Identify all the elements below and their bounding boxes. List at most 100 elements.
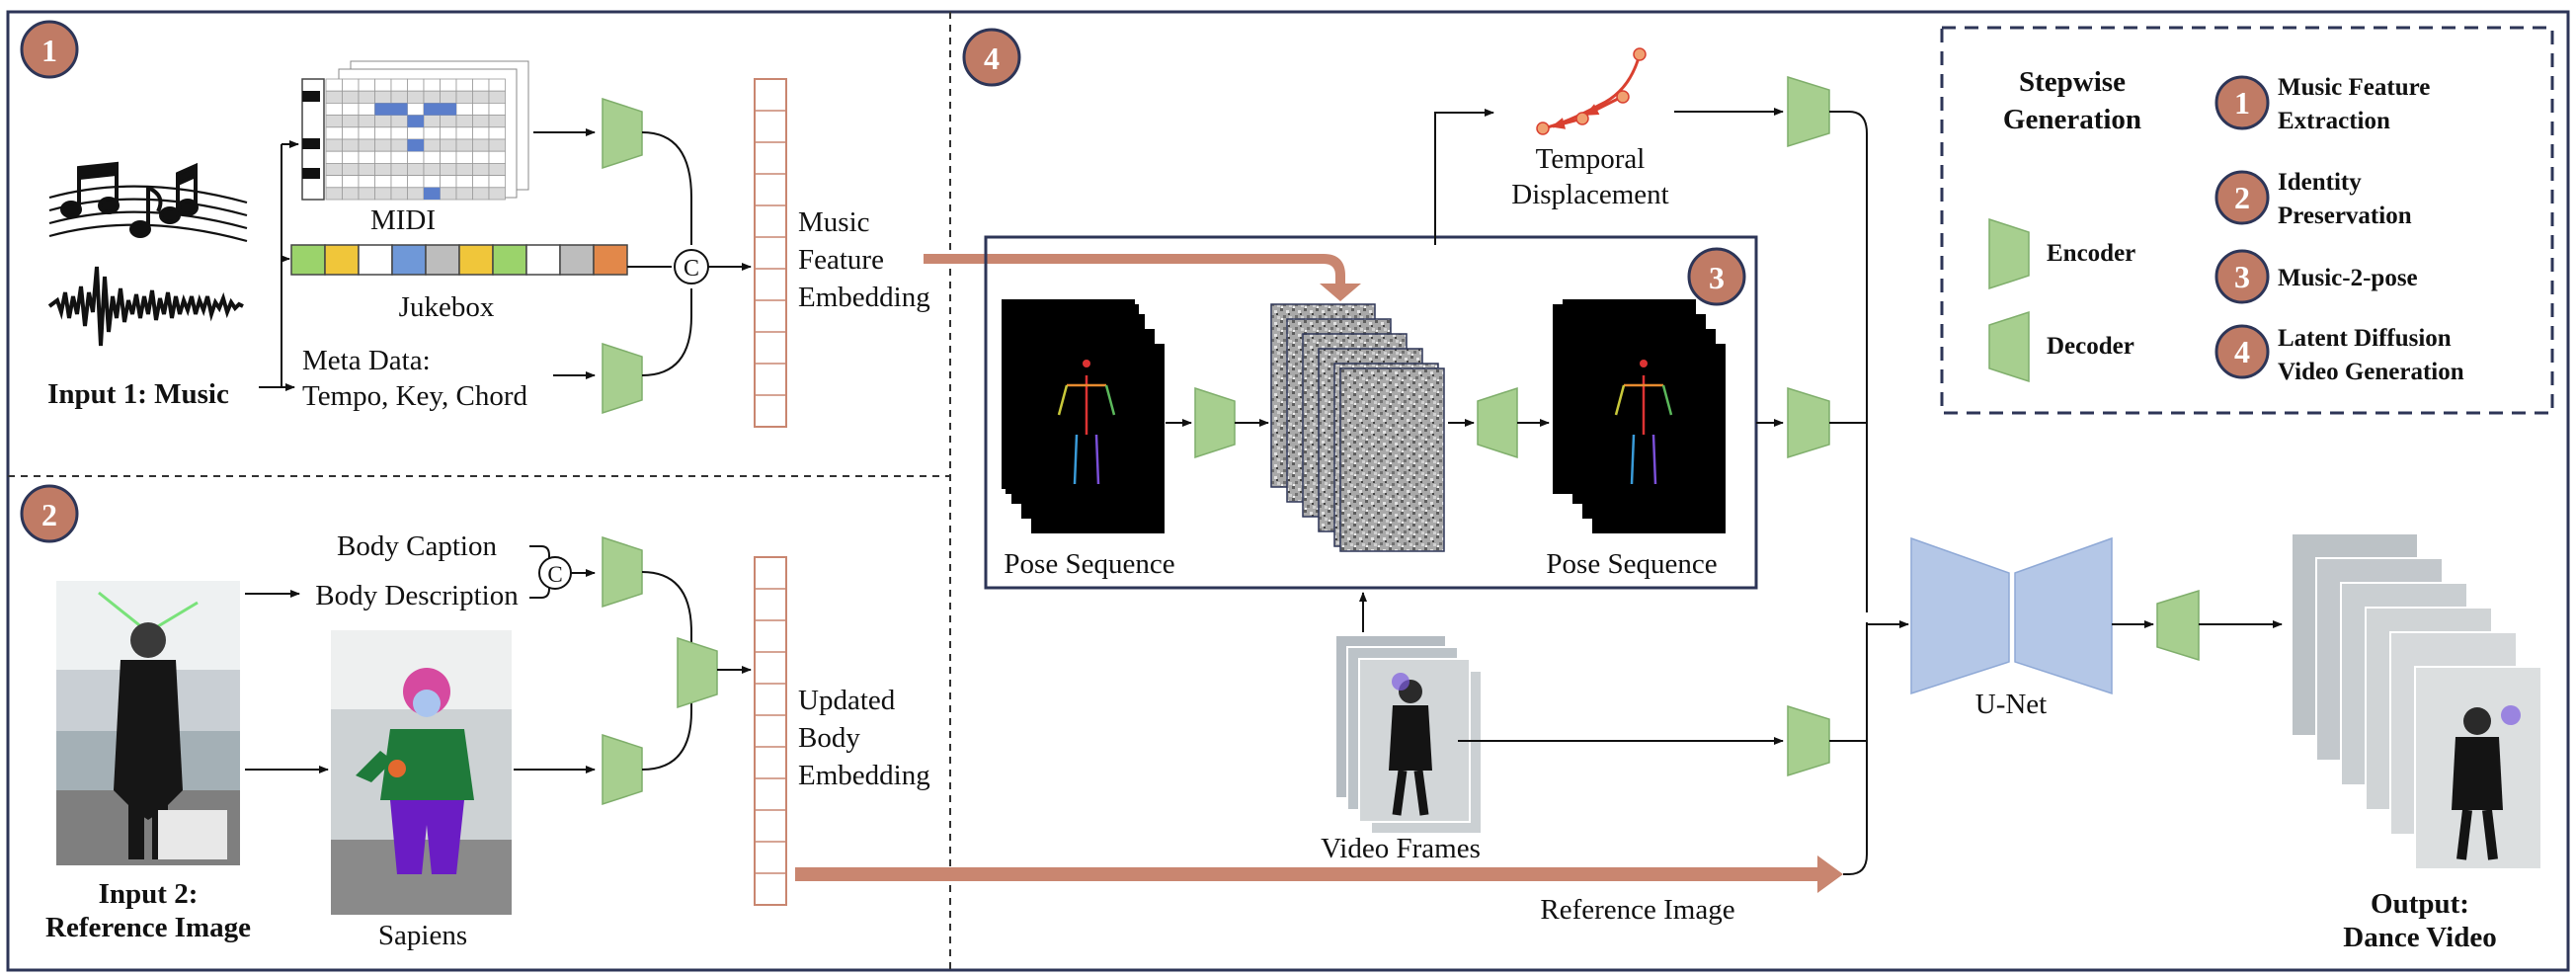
midi-cell [342, 115, 360, 128]
updated-body-embedding-vector [754, 556, 787, 906]
midi-cell [374, 78, 392, 92]
midi-cell [488, 175, 506, 189]
svg-text:C: C [684, 256, 699, 282]
audio-waveform-icon [47, 266, 244, 347]
midi-cell [488, 138, 506, 152]
input-reference-label-line2: Reference Image [45, 912, 251, 943]
midi-cell [407, 103, 425, 117]
legend-step-line1: Identity [2278, 169, 2362, 196]
midi-cell [390, 126, 408, 140]
midi-cell [358, 90, 375, 104]
legend-step-line1: Music-2-pose [2278, 265, 2418, 291]
midi-note [374, 103, 391, 116]
reference-image-label: Reference Image [1540, 894, 1734, 926]
midi-cell [440, 162, 457, 176]
midi-cell [325, 78, 343, 92]
midi-to-concat [641, 131, 692, 245]
midi-cell [472, 90, 490, 104]
reference-image-photo [56, 581, 240, 865]
midi-encoder [602, 97, 643, 170]
temporal-displacement-curve [1536, 47, 1647, 135]
midi-cell [488, 150, 506, 164]
midi-cell [423, 138, 441, 152]
text-encoder-to-fusion [641, 571, 692, 648]
midi-cell [358, 115, 375, 128]
body-text-encoder [602, 535, 643, 609]
section-number: 3 [1709, 260, 1725, 295]
merge-top [1829, 111, 1868, 612]
jukebox-label: Jukebox [399, 291, 495, 323]
legend-step-number: 4 [2234, 334, 2250, 369]
midi-cell [358, 103, 375, 117]
midi-cell [358, 126, 375, 140]
merge-bottom [1843, 622, 1868, 875]
section-badge-4: 4 [962, 28, 1021, 87]
midi-cell [472, 78, 490, 92]
midi-cell [407, 187, 425, 201]
midi-note [407, 139, 424, 152]
legend-title-line1: Stepwise [2019, 66, 2126, 98]
section-number: 4 [984, 41, 1000, 76]
legend-step-line2: Preservation [2278, 203, 2412, 229]
midi-note [424, 187, 441, 200]
midi-cell [325, 103, 343, 117]
midi-cell [390, 78, 408, 92]
midi-cell [374, 150, 392, 164]
caption-bracket [529, 545, 550, 568]
midi-label: MIDI [370, 204, 436, 236]
music-embedding-label-1: Music [798, 206, 870, 238]
music-embedding-label-3: Embedding [798, 282, 930, 313]
pose-encoder [1194, 386, 1236, 459]
body-caption-label: Body Caption [337, 530, 497, 562]
midi-cell [390, 162, 408, 176]
midi-cell [488, 103, 506, 117]
midi-cell [390, 138, 408, 152]
pose-sequence-input [1002, 299, 1165, 533]
noisy-latent-stack [1270, 303, 1445, 552]
midi-cell [390, 90, 408, 104]
midi-cell [390, 187, 408, 201]
midi-note [407, 115, 424, 127]
midi-cell [342, 126, 360, 140]
unet-block [1910, 536, 2113, 695]
legend-step-4: 4 Latent Diffusion Video Generation [2214, 324, 2464, 385]
midi-cell [390, 175, 408, 189]
midi-cell [407, 162, 425, 176]
output-label-line1: Output: [2371, 888, 2469, 920]
output-dance-video-stack [2291, 532, 2542, 870]
midi-cell [407, 150, 425, 164]
section-badge-1: 1 [20, 20, 79, 79]
midi-cell [455, 90, 473, 104]
outer-frame [6, 10, 2570, 972]
body-description-label: Body Description [315, 580, 519, 611]
midi-cell [390, 150, 408, 164]
legend-step-2: 2 Identity Preservation [2214, 169, 2412, 229]
midi-cell [455, 187, 473, 201]
midi-cell [423, 150, 441, 164]
midi-cell [423, 175, 441, 189]
pose-decoder [1477, 386, 1518, 459]
midi-cell [423, 78, 441, 92]
section-badge-3: 3 [1687, 247, 1746, 306]
sapiens-segmentation-image [331, 630, 512, 915]
midi-cell [325, 138, 343, 152]
midi-cell [423, 90, 441, 104]
midi-cell [374, 115, 392, 128]
output-label-line2: Dance Video [2343, 922, 2496, 953]
temporal-label-line2: Displacement [1511, 179, 1668, 210]
body-embedding-label-2: Body [798, 722, 860, 754]
midi-cell [325, 126, 343, 140]
input-reference-label-line1: Input 2: [99, 878, 199, 910]
midi-cell [455, 115, 473, 128]
midi-note [440, 103, 456, 116]
midi-cell [342, 150, 360, 164]
midi-cell [342, 103, 360, 117]
midi-cell [390, 115, 408, 128]
metadata-to-concat [641, 288, 692, 376]
music2pose-frame [984, 235, 1758, 590]
music-embedding-to-music2pose-arrow [924, 254, 1361, 301]
midi-cell [455, 150, 473, 164]
midi-cell [358, 162, 375, 176]
legend-box [1940, 26, 2554, 415]
